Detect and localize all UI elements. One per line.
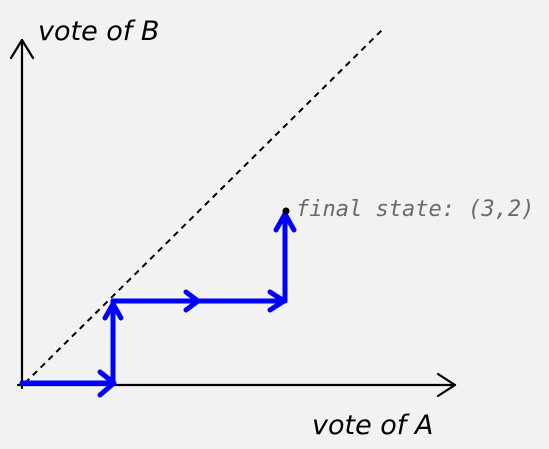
final-state-label: final state: (3,2) xyxy=(296,197,534,222)
diagonal-tie-line xyxy=(24,29,383,384)
path-step-4-a xyxy=(197,289,288,313)
path-step-2-b xyxy=(102,298,124,386)
path-step-5-b xyxy=(273,211,297,304)
path-step-1-a xyxy=(19,369,117,398)
final-state-point xyxy=(282,207,290,215)
y-axis-label: vote of B xyxy=(38,16,159,47)
y-axis xyxy=(9,38,35,390)
path-step-3-a xyxy=(110,289,203,313)
x-axis-label: vote of A xyxy=(312,410,433,441)
lattice-path xyxy=(19,211,297,398)
